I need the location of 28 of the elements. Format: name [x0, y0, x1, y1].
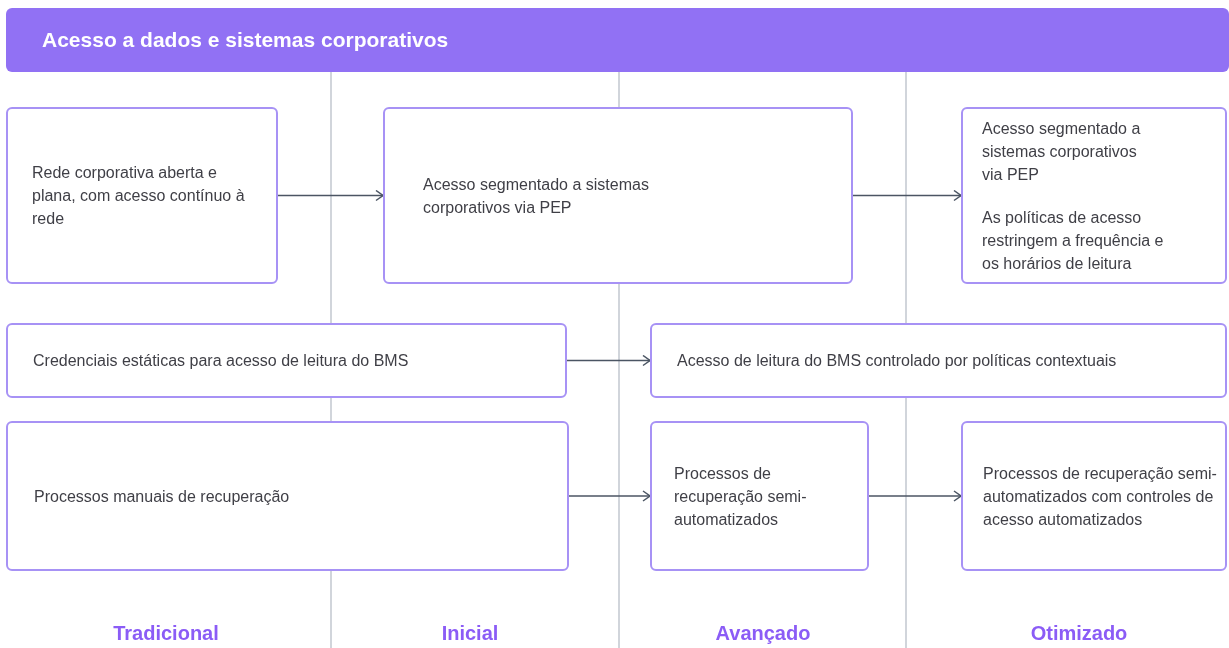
- box-text: Credenciais estáticas para acesso de leitura do BMS: [33, 351, 410, 371]
- box-text: Acesso segmentado a sistemas corporativos via PEP: [423, 174, 650, 218]
- arrow: [277, 189, 384, 202]
- header-band: [6, 8, 1229, 72]
- stage-label: Otimizado: [1030, 621, 1128, 646]
- process-box: [650, 421, 869, 571]
- stage-label: Inicial: [441, 621, 499, 646]
- process-box: [961, 107, 1227, 284]
- box-text: Acesso de leitura do BMS controlado por políticas contextuais: [677, 351, 1118, 371]
- box-text: Processos de recuperação semi-automatizados com controles de acesso automatizados: [983, 463, 1218, 530]
- box-text: Acesso segmentado a sistemas corporativos via PEP: [982, 118, 1142, 185]
- process-box: [650, 323, 1227, 398]
- stage-label: Tradicional: [113, 621, 219, 646]
- box-text: Processos de recuperação semi-automatizados: [674, 463, 808, 530]
- arrow: [568, 490, 651, 502]
- process-box: [6, 421, 569, 571]
- header-title: Acesso a dados e sistemas corporativos: [42, 27, 449, 54]
- box-text: Rede corporativa aberta e plana, com acesso contínuo à rede: [32, 163, 246, 229]
- box-text: Processos manuais de recuperação: [34, 486, 291, 507]
- box-text: As políticas de acesso restringem a frequência e os horários de leitura: [982, 207, 1165, 274]
- process-box: [6, 323, 567, 398]
- arrow: [852, 189, 962, 202]
- process-box: [961, 421, 1227, 571]
- arrow: [868, 490, 962, 502]
- stage-label: Avançado: [715, 621, 811, 646]
- arrow: [566, 354, 651, 367]
- process-box: [6, 107, 278, 284]
- process-box: [383, 107, 853, 284]
